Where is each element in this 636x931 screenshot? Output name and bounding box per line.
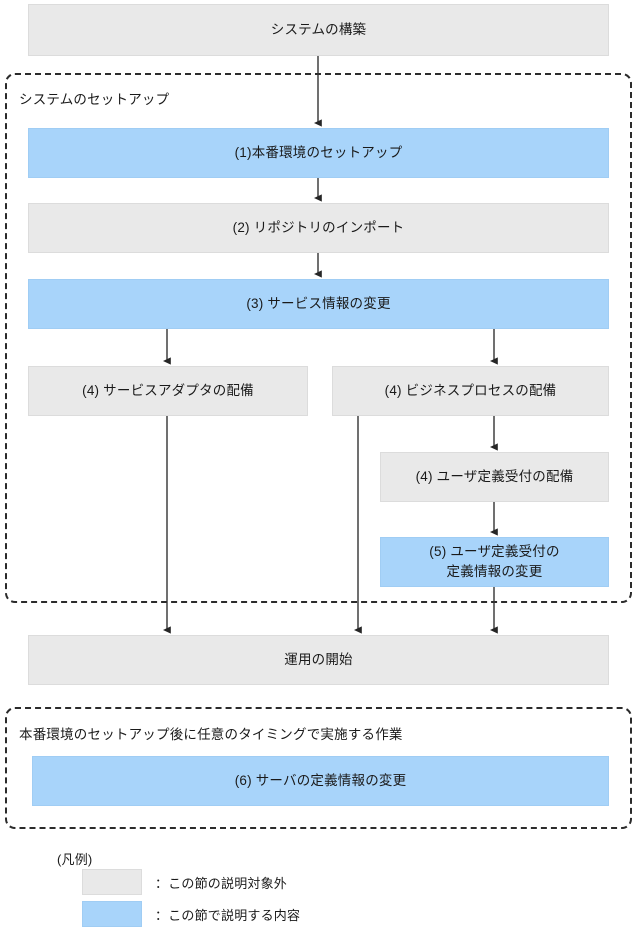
node-business-process-deploy[interactable]: (4) ビジネスプロセスの配備 xyxy=(332,366,609,416)
node-production-environment-setup[interactable]: (1)本番環境のセットアップ xyxy=(28,128,609,178)
legend-label-out-of-scope: ：この節の説明対象外 xyxy=(155,875,288,891)
node-user-defined-reception-definition-change[interactable]: (5) ユーザ定義受付の 定義情報の変更 xyxy=(380,537,609,587)
node-production-environment-setup-label: (1)本番環境のセットアップ xyxy=(234,145,403,161)
legend-swatch-blue xyxy=(82,901,142,927)
legend-swatch-gray xyxy=(82,869,142,895)
node-repository-import-label: (2) リポジトリのインポート xyxy=(232,220,405,236)
node-service-adapter-deploy-label: (4) サービスアダプタの配備 xyxy=(82,383,254,399)
legend-item-in-scope: ：この節で説明する内容 xyxy=(82,901,300,927)
node-business-process-deploy-label: (4) ビジネスプロセスの配備 xyxy=(384,383,557,399)
node-start-operation[interactable]: 運用の開始 xyxy=(28,635,609,685)
group-anytime-tasks-label: 本番環境のセットアップ後に任意のタイミングで実施する作業 xyxy=(19,727,403,742)
legend-label-in-scope: ：この節で説明する内容 xyxy=(155,907,301,923)
node-service-info-change[interactable]: (3) サービス情報の変更 xyxy=(28,279,609,329)
group-system-setup-label: システムのセットアップ xyxy=(19,92,170,107)
node-service-info-change-label: (3) サービス情報の変更 xyxy=(246,296,391,312)
legend-title: (凡例) xyxy=(57,852,93,867)
node-user-defined-reception-definition-change-label-line2: 定義情報の変更 xyxy=(446,564,543,579)
node-service-adapter-deploy[interactable]: (4) サービスアダプタの配備 xyxy=(28,366,308,416)
node-server-definition-change[interactable]: (6) サーバの定義情報の変更 xyxy=(32,756,609,806)
node-system-build[interactable]: システムの構築 xyxy=(28,4,609,56)
node-server-definition-change-label: (6) サーバの定義情報の変更 xyxy=(234,773,407,789)
node-user-defined-reception-deploy-label: (4) ユーザ定義受付の配備 xyxy=(415,469,574,485)
node-start-operation-label: 運用の開始 xyxy=(284,652,353,668)
node-user-defined-reception-deploy[interactable]: (4) ユーザ定義受付の配備 xyxy=(380,452,609,502)
node-system-build-label: システムの構築 xyxy=(270,22,367,38)
node-user-defined-reception-definition-change-label-line1: (5) ユーザ定義受付の xyxy=(429,544,560,560)
group-anytime-tasks xyxy=(5,707,632,829)
node-repository-import[interactable]: (2) リポジトリのインポート xyxy=(28,203,609,253)
legend-item-out-of-scope: ：この節の説明対象外 xyxy=(82,869,287,895)
